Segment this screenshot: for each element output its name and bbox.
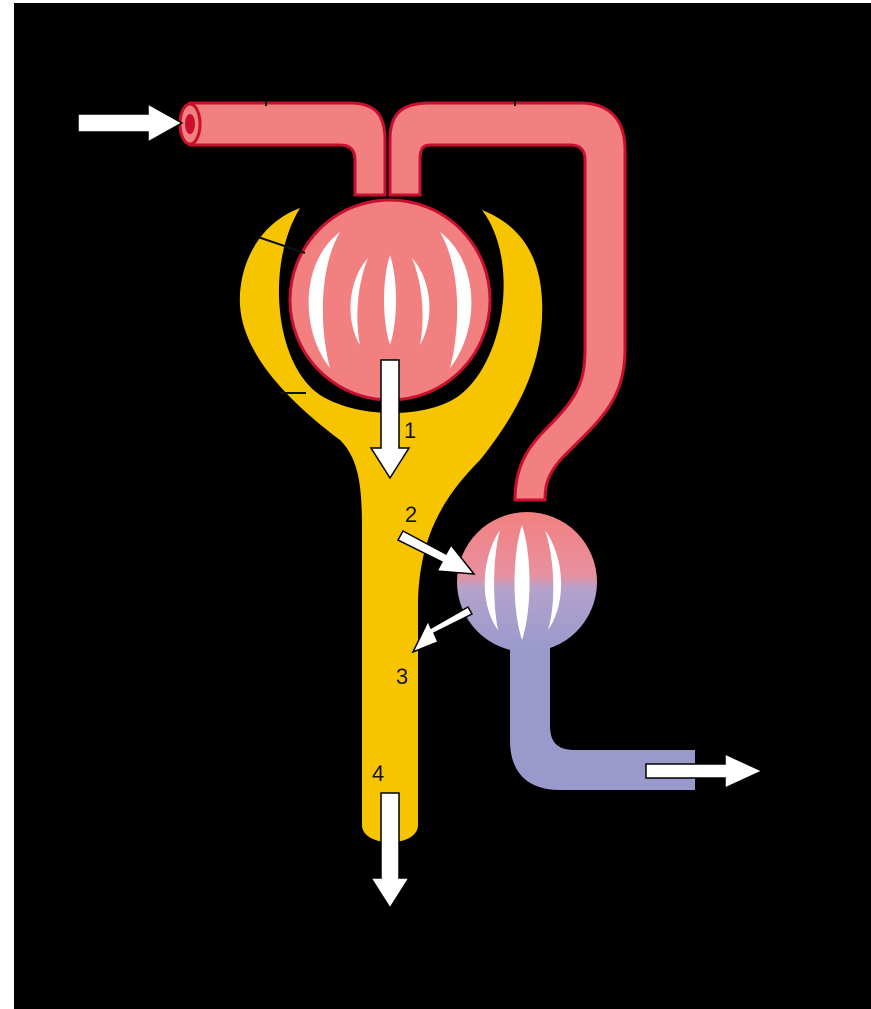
step-label-2: 2	[405, 502, 417, 527]
afferent-lumen-inner	[185, 114, 195, 134]
step-label-3: 3	[396, 664, 408, 689]
step-label-4: 4	[372, 761, 384, 786]
step-label-1: 1	[404, 418, 416, 443]
